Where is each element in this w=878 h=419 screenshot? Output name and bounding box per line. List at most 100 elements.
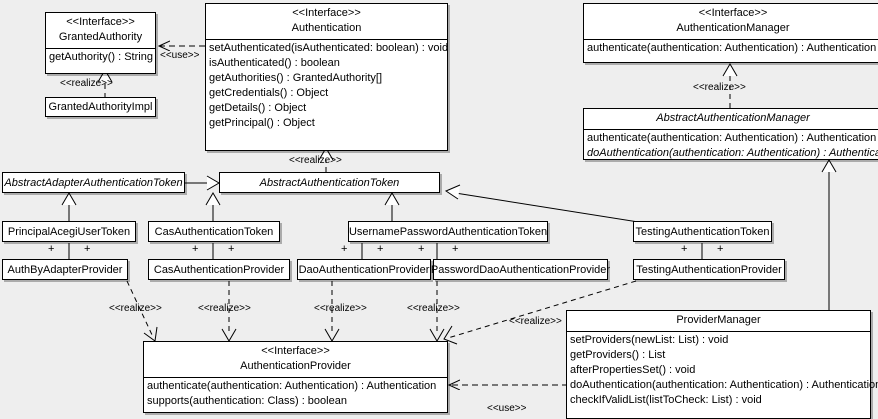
class-header: PrincipalAcegiUserToken xyxy=(3,222,135,241)
edge-label-realize-grantedauthorityimpl: <<realize>> xyxy=(60,78,113,89)
class-name: GrantedAuthority xyxy=(58,30,143,43)
edge-generalization-principalacegiusertoken xyxy=(61,192,77,221)
class-members: setProviders(newList: List) : void getPr… xyxy=(567,332,878,409)
class-members: getAuthority() : String xyxy=(46,49,155,66)
class-granted-authority-impl[interactable]: GrantedAuthorityImpl xyxy=(45,97,156,117)
class-name: AbstractAuthenticationManager xyxy=(656,112,810,124)
class-provider-manager[interactable]: ProviderManager setProviders(newList: Li… xyxy=(566,310,878,419)
class-header: AuthByAdapterProvider xyxy=(3,260,127,279)
class-abstract-adapter-authentication-token[interactable]: AbstractAdapterAuthenticationToken xyxy=(2,172,185,193)
class-members: setAuthenticated(isAuthenticated: boolea… xyxy=(206,40,449,132)
class-password-dao-authentication-provider[interactable]: PasswordDaoAuthenticationProvider xyxy=(430,259,611,280)
multiplicity-plus: + xyxy=(48,243,55,255)
class-header: TestingAuthenticationProvider xyxy=(634,260,784,279)
edge-generalization-casauthenticationtoken xyxy=(205,192,221,221)
class-testing-authentication-token[interactable]: TestingAuthenticationToken xyxy=(633,221,772,242)
class-header: UsernamePasswordAuthenticationToken xyxy=(349,222,547,241)
member-row: afterPropertiesSet() : void xyxy=(570,363,696,376)
class-authentication-manager[interactable]: <<Interface>> AuthenticationManager auth… xyxy=(583,3,878,63)
edge-label-realize-dao: <<realize>> xyxy=(314,303,367,314)
multiplicity-plus: + xyxy=(377,243,384,255)
member-row: setAuthenticated(isAuthenticated: boolea… xyxy=(209,41,449,54)
member-row: getCredentials() : Object xyxy=(209,86,329,99)
class-granted-authority[interactable]: <<Interface>> GrantedAuthority getAuthor… xyxy=(45,12,156,74)
class-name: ProviderManager xyxy=(676,314,761,326)
edge-label-realize-abstractauthenticationtoken: <<realize>> xyxy=(289,155,342,166)
edge-label-use-providermanager-authenticationprovider: <<use>> xyxy=(487,403,527,414)
multiplicity-plus: + xyxy=(192,243,199,255)
class-header: <<Interface>> GrantedAuthority xyxy=(46,13,155,49)
class-abstract-authentication-token[interactable]: AbstractAuthenticationToken xyxy=(219,172,440,193)
class-name: AuthByAdapterProvider xyxy=(7,263,123,276)
member-row: getDetails() : Object xyxy=(209,101,307,114)
class-testing-authentication-provider[interactable]: TestingAuthenticationProvider xyxy=(633,259,785,280)
edge-generalization-adaptertoken-abstracttoken xyxy=(185,175,220,191)
class-members: authenticate(authentication: Authenticat… xyxy=(584,130,878,162)
class-name: AuthenticationManager xyxy=(676,21,790,34)
multiplicity-plus: + xyxy=(341,243,348,255)
class-header: TestingAuthenticationToken xyxy=(634,222,771,241)
class-header: AbstractAuthenticationManager xyxy=(584,109,878,130)
member-row: authenticate(authentication: Authenticat… xyxy=(587,41,877,54)
member-row: getPrincipal() : Object xyxy=(209,116,315,129)
class-abstract-authentication-manager[interactable]: AbstractAuthenticationManager authentica… xyxy=(583,108,878,160)
edge-label-use-authentication-grantedauthority: <<use>> xyxy=(160,50,200,61)
class-name: TestingAuthenticationProvider xyxy=(636,263,782,276)
class-header: PasswordDaoAuthenticationProvider xyxy=(430,260,611,279)
class-header: CasAuthenticationProvider xyxy=(149,260,289,279)
class-dao-authentication-provider[interactable]: DaoAuthenticationProvider xyxy=(297,259,431,280)
class-header: <<Interface>> AuthenticationProvider xyxy=(144,342,447,378)
edge-label-realize-abstractauthenticationmanager: <<realize>> xyxy=(693,82,746,93)
multiplicity-plus: + xyxy=(452,243,459,255)
class-name: CasAuthenticationToken xyxy=(154,225,274,238)
edge-label-realize-authbyadapter: <<realize>> xyxy=(109,303,162,314)
member-row: getAuthority() : String xyxy=(49,50,153,63)
class-username-password-authentication-token[interactable]: UsernamePasswordAuthenticationToken xyxy=(348,221,548,242)
class-name: Authentication xyxy=(291,21,362,34)
member-row: checkIfValidList(listToCheck: List) : vo… xyxy=(570,393,762,406)
class-authentication[interactable]: <<Interface>> Authentication setAuthenti… xyxy=(205,3,448,151)
class-cas-authentication-provider[interactable]: CasAuthenticationProvider xyxy=(148,259,290,280)
member-row: supports(authentication: Class) : boolea… xyxy=(147,394,347,407)
class-name: PrincipalAcegiUserToken xyxy=(7,225,131,238)
class-name: DaoAuthenticationProvider xyxy=(298,263,430,276)
class-name: AbstractAdapterAuthenticationToken xyxy=(4,176,183,189)
class-name: PasswordDaoAuthenticationProvider xyxy=(430,263,611,276)
class-principal-acegi-user-token[interactable]: PrincipalAcegiUserToken xyxy=(2,221,136,242)
class-name: GrantedAuthorityImpl xyxy=(48,101,153,113)
member-row: authenticate(authentication: Authenticat… xyxy=(587,131,877,144)
edge-generalization-providermanager-abstractmanager xyxy=(821,159,837,310)
class-header: <<Interface>> Authentication xyxy=(206,4,447,40)
class-header: <<Interface>> AuthenticationManager xyxy=(584,4,878,40)
member-row: isAuthenticated() : boolean xyxy=(209,56,340,69)
class-auth-by-adapter-provider[interactable]: AuthByAdapterProvider xyxy=(2,259,128,280)
edge-label-realize-passworddao: <<realize>> xyxy=(407,303,460,314)
edge-generalization-usernamepasswordtoken xyxy=(384,192,400,221)
multiplicity-plus: + xyxy=(228,243,235,255)
class-name: TestingAuthenticationToken xyxy=(635,225,770,238)
class-header: AbstractAdapterAuthenticationToken xyxy=(3,173,184,192)
edge-label-realize-cas: <<realize>> xyxy=(198,303,251,314)
class-name: AbstractAuthenticationToken xyxy=(259,176,400,189)
multiplicity-plus: + xyxy=(717,243,724,255)
member-row: setProviders(newList: List) : void xyxy=(570,333,729,346)
member-row: getAuthorities() : GrantedAuthority[] xyxy=(209,71,383,84)
class-header: CasAuthenticationToken xyxy=(149,222,279,241)
stereotype-label: <<Interface>> xyxy=(261,345,330,357)
class-members: authenticate(authentication: Authenticat… xyxy=(144,378,447,410)
class-name: CasAuthenticationProvider xyxy=(153,263,285,276)
class-authentication-provider[interactable]: <<Interface>> AuthenticationProvider aut… xyxy=(143,341,448,413)
class-cas-authentication-token[interactable]: CasAuthenticationToken xyxy=(148,221,280,242)
class-name: UsernamePasswordAuthenticationToken xyxy=(348,225,548,238)
multiplicity-plus: + xyxy=(681,243,688,255)
class-header: AbstractAuthenticationToken xyxy=(220,173,439,192)
class-header: GrantedAuthorityImpl xyxy=(46,98,155,116)
multiplicity-plus: + xyxy=(84,243,91,255)
edge-label-realize-testing: <<realize>> xyxy=(509,316,562,327)
class-header: DaoAuthenticationProvider xyxy=(298,260,430,279)
edge-generalization-testingauthenticationtoken xyxy=(444,184,652,225)
multiplicity-plus: + xyxy=(418,243,425,255)
class-name: AuthenticationProvider xyxy=(240,359,351,372)
member-row: doAuthentication(authentication: Authent… xyxy=(570,378,878,391)
